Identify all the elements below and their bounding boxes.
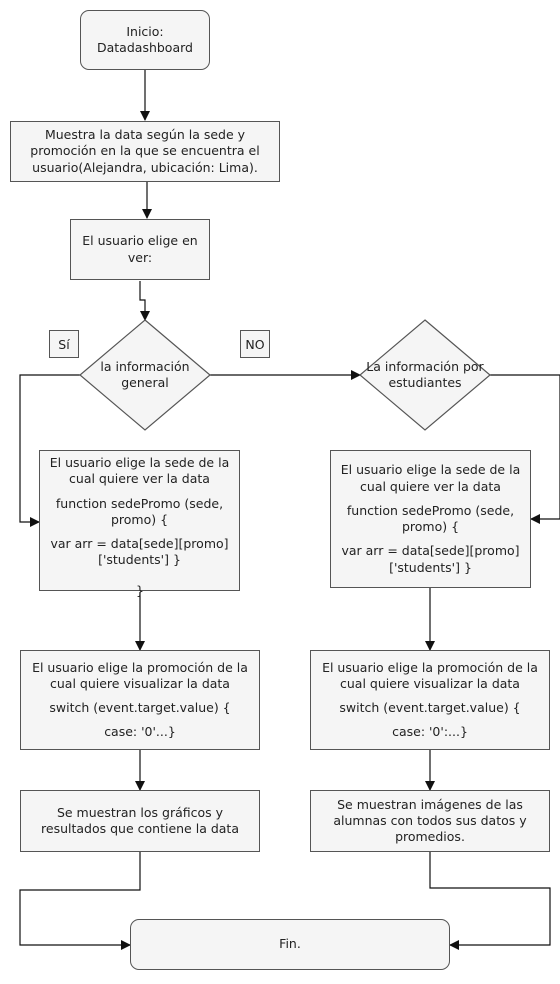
decision-students-label: La información por estudiantes [366, 358, 484, 390]
right-promo-title: El usuario elige la promoción de la cual… [322, 659, 538, 691]
edge-decision-general-to-left-sede [19, 374, 80, 527]
left-promo-title: El usuario elige la promoción de la cual… [32, 659, 248, 691]
left-sede-overflow-brace: } [136, 583, 144, 598]
right-sede-code-2: var arr = data[sede][promo]['students'] … [341, 543, 520, 575]
left-sede-title: El usuario elige la sede de la cual quie… [49, 455, 230, 487]
edge-right-result-to-end [429, 852, 551, 950]
start-node[interactable]: Inicio: Datadashboard [80, 10, 210, 70]
left-result-label: Se muestran los gráficos y resultados qu… [41, 804, 239, 836]
right-sede-node[interactable]: El usuario elige la sede de la cual quie… [330, 450, 531, 588]
left-promo-node[interactable]: El usuario elige la promoción de la cual… [20, 650, 260, 750]
decision-general-label: la información general [100, 358, 190, 390]
edge-decision-students-to-right-sede [490, 374, 560, 524]
right-sede-code-1: function sedePromo (sede, promo) { [346, 502, 515, 534]
choose-view-node[interactable]: El usuario elige en ver: [70, 219, 210, 280]
show-data-node[interactable]: Muestra la data según la sede y promoció… [10, 121, 280, 182]
yes-edge-label: Sí [49, 330, 79, 358]
left-sede-code-2: var arr = data[sede][promo]['students'] … [50, 536, 229, 568]
right-promo-node[interactable]: El usuario elige la promoción de la cual… [310, 650, 550, 750]
right-result-label: Se muestran imágenes de las alumnas con … [333, 796, 527, 845]
show-data-label: Muestra la data según la sede y promoció… [30, 127, 260, 175]
edge-left-result-to-end [19, 852, 141, 950]
right-promo-code-2: case: '0':...} [392, 724, 468, 740]
right-sede-title: El usuario elige la sede de la cual quie… [340, 462, 521, 494]
end-node[interactable]: Fin. [130, 919, 450, 970]
right-result-node[interactable]: Se muestran imágenes de las alumnas con … [310, 790, 550, 852]
left-sede-code-1: function sedePromo (sede, promo) { [55, 495, 224, 527]
left-promo-code-1: switch (event.target.value) { [49, 700, 231, 715]
start-label: Inicio: Datadashboard [97, 23, 193, 55]
left-sede-node[interactable]: El usuario elige la sede de la cual quie… [39, 450, 240, 591]
edge-choose-to-decision [139, 281, 150, 321]
choose-view-label: El usuario elige en ver: [82, 233, 198, 265]
no-edge-label: NO [240, 330, 270, 358]
left-promo-code-2: case: '0'...} [104, 724, 176, 740]
decision-students-shape [359, 319, 491, 431]
left-result-node[interactable]: Se muestran los gráficos y resultados qu… [20, 790, 260, 852]
right-promo-code-1: switch (event.target.value) { [339, 700, 521, 715]
decision-general-shape [79, 319, 211, 431]
end-label: Fin. [279, 936, 301, 952]
